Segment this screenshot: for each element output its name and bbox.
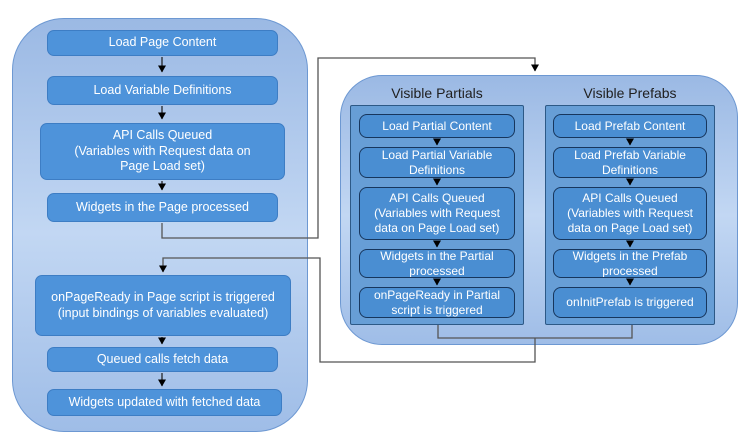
- flow-step-api-calls-queued: API Calls Queued (Variables with Request…: [40, 123, 285, 180]
- partial-step-api-calls-queued: API Calls Queued (Variables with Request…: [359, 187, 515, 240]
- flow-step-load-page-content: Load Page Content: [47, 30, 278, 56]
- prefab-step-load-content: Load Prefab Content: [553, 114, 707, 138]
- visible-partials-heading: Visible Partials: [391, 85, 483, 101]
- prefab-step-load-variables: Load Prefab Variable Definitions: [553, 147, 707, 178]
- flow-step-queued-calls-fetch: Queued calls fetch data: [47, 347, 278, 372]
- flow-step-onpageready-triggered: onPageReady in Page script is triggered …: [35, 275, 291, 336]
- partial-step-widgets-processed: Widgets in the Partial processed: [359, 249, 515, 278]
- partial-step-load-content: Load Partial Content: [359, 114, 515, 138]
- prefab-step-widgets-processed: Widgets in the Prefab processed: [553, 249, 707, 278]
- prefab-step-api-calls-queued: API Calls Queued (Variables with Request…: [553, 187, 707, 240]
- flow-step-widgets-updated: Widgets updated with fetched data: [47, 389, 282, 416]
- partial-step-load-variables: Load Partial Variable Definitions: [359, 147, 515, 178]
- prefab-step-oninitprefab: onInitPrefab is triggered: [553, 287, 707, 318]
- flow-step-load-variable-definitions: Load Variable Definitions: [47, 76, 278, 105]
- partial-step-onpageready: onPageReady in Partial script is trigger…: [359, 287, 515, 318]
- visible-prefabs-heading: Visible Prefabs: [583, 85, 677, 101]
- flow-step-widgets-processed: Widgets in the Page processed: [47, 193, 278, 222]
